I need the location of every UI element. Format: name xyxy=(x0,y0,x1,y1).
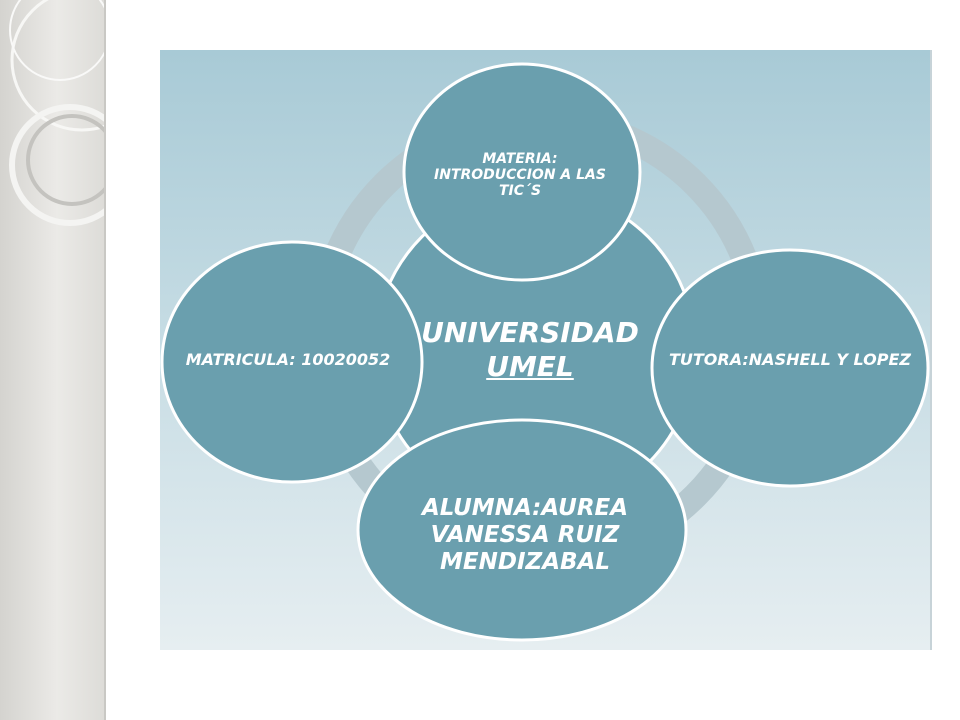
node-bottom-circle xyxy=(356,418,688,642)
center-label-line2: UMEL xyxy=(486,350,574,383)
node-top-circle xyxy=(402,62,642,282)
node-right-circle xyxy=(650,248,930,488)
center-label: UNIVERSIDAD UMEL xyxy=(395,300,665,400)
node-bottom-label: ALUMNA:AUREA VANESSA RUIZ MENDIZABAL xyxy=(421,494,629,575)
node-left-circle xyxy=(160,240,424,484)
decorative-side-strip xyxy=(0,0,106,720)
node-left-label: MATRICULA: 10020052 xyxy=(185,350,391,369)
center-label-line1: UNIVERSIDAD xyxy=(421,316,639,349)
node-right-label: TUTORA:NASHELL Y LOPEZ xyxy=(668,350,912,369)
node-top-label: MATERIA: INTRODUCCION A LAS TIC´S xyxy=(434,151,606,199)
decorative-circles xyxy=(9,0,104,226)
